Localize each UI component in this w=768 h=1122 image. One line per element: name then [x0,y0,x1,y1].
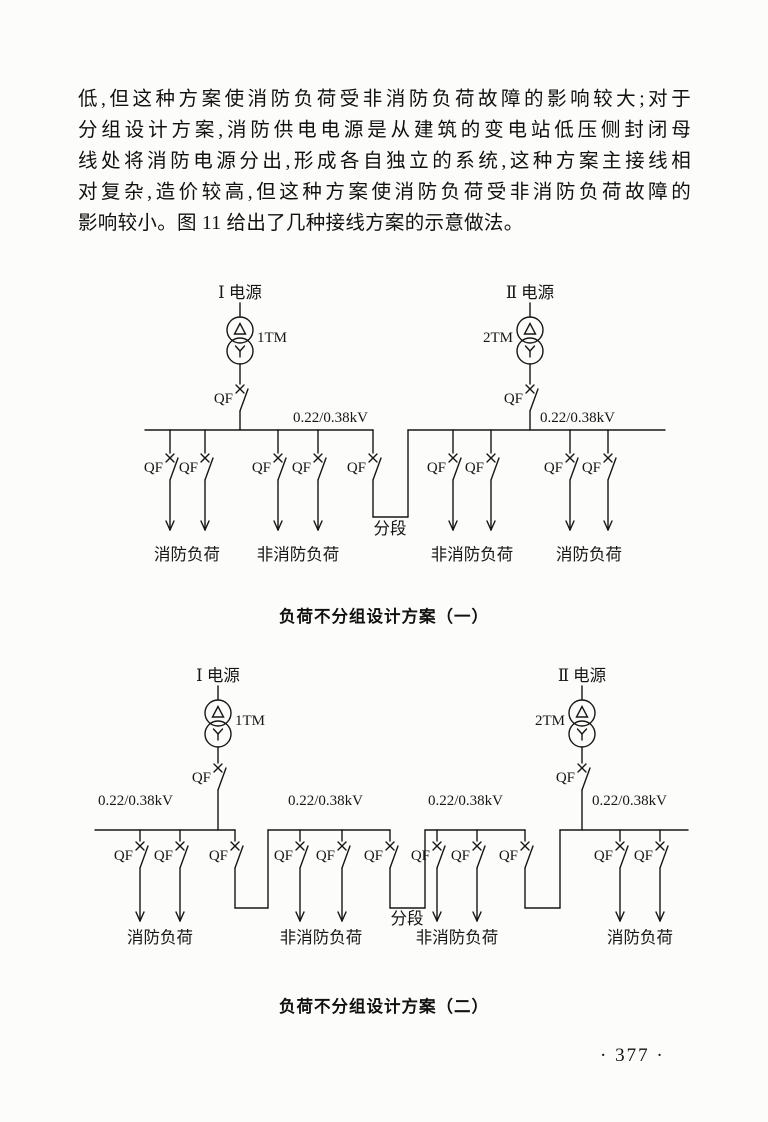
paragraph-line: 对复杂,造价较高,但这种方案使消防负荷受非消防负荷故障的 [78,182,691,203]
source-1-label: Ⅰ 电源 [218,283,262,302]
body-paragraph: 低,但这种方案使消防负荷受非消防负荷故障的影响较大;对于 分组设计方案,消防供电… [78,84,691,239]
source-2-label: Ⅱ 电源 [558,666,606,685]
qf-label: QF [634,848,653,864]
diagram2-caption: 负荷不分组设计方案（二） [279,998,489,1016]
qf-label: QF [214,391,233,407]
voltage-label: 0.22/0.38kV [592,793,667,809]
paragraph-line: 分组设计方案,消防供电电源是从建筑的变电站低压侧封闭母 [78,120,691,141]
voltage-label: 0.22/0.38kV [98,793,173,809]
load-label: 消防负荷 [556,545,622,564]
qf-label: QF [192,770,211,786]
voltage-label: 0.22/0.38kV [293,410,368,426]
voltage-label: 0.22/0.38kV [288,793,363,809]
source-1-label: Ⅰ 电源 [196,666,240,685]
qf-label: QF [364,848,383,864]
qf-label: QF [465,460,484,476]
load-label: 非消防负荷 [280,928,363,947]
voltage-label: 0.22/0.38kV [428,793,503,809]
qf-label: QF [316,848,335,864]
qf-label: QF [504,391,523,407]
qf-label: QF [252,460,271,476]
qf-label: QF [347,460,366,476]
transformer-1-label: 1TM [235,713,265,729]
qf-label: QF [544,460,563,476]
voltage-label: 0.22/0.38kV [540,410,615,426]
qf-label: QF [556,770,575,786]
paragraph-line: 低,但这种方案使消防负荷受非消防负荷故障的影响较大;对于 [78,89,691,110]
qf-label: QF [144,460,163,476]
qf-label: QF [292,460,311,476]
section-label: 分段 [391,909,424,928]
diagram1-caption: 负荷不分组设计方案（一） [279,608,489,626]
qf-label: QF [427,460,446,476]
qf-label: QF [499,848,518,864]
source-2-label: Ⅱ 电源 [506,283,554,302]
qf-label: QF [179,460,198,476]
qf-label: QF [594,848,613,864]
page-number: · 377 · [600,1045,665,1066]
transformer-1-label: 1TM [257,330,287,346]
load-label: 消防负荷 [607,928,673,947]
load-label: 非消防负荷 [431,545,514,564]
load-label: 消防负荷 [127,928,193,947]
transformer-2-label: 2TM [483,330,513,346]
load-label: 非消防负荷 [416,928,499,947]
transformer-2-label: 2TM [535,713,565,729]
single-line-diagram-scheme-1: Ⅰ 电源 1TM QF Ⅱ 电源 2TM QF QF 0.22/0.38kV 0.22/0.38… [144,283,666,564]
section-label: 分段 [374,519,407,538]
qf-label: QF [582,460,601,476]
load-label: 非消防负荷 [257,545,340,564]
qf-label: QF [451,848,470,864]
qf-label: QF [114,848,133,864]
qf-label: QF [209,848,228,864]
single-line-diagram-scheme-2: Ⅰ 电源 1TM QF Ⅱ 电源 2TM QF QF QF QF 0.22/0.38kV 0.22/… [94,666,689,947]
paragraph-line: 线处将消防电源分出,形成各自独立的系统,这种方案主接线相 [78,151,691,172]
qf-label: QF [274,848,293,864]
paragraph-line: 影响较小。图 11 给出了几种接线方案的示意做法。 [78,213,524,234]
qf-label: QF [411,848,430,864]
qf-label: QF [154,848,173,864]
load-label: 消防负荷 [154,545,220,564]
